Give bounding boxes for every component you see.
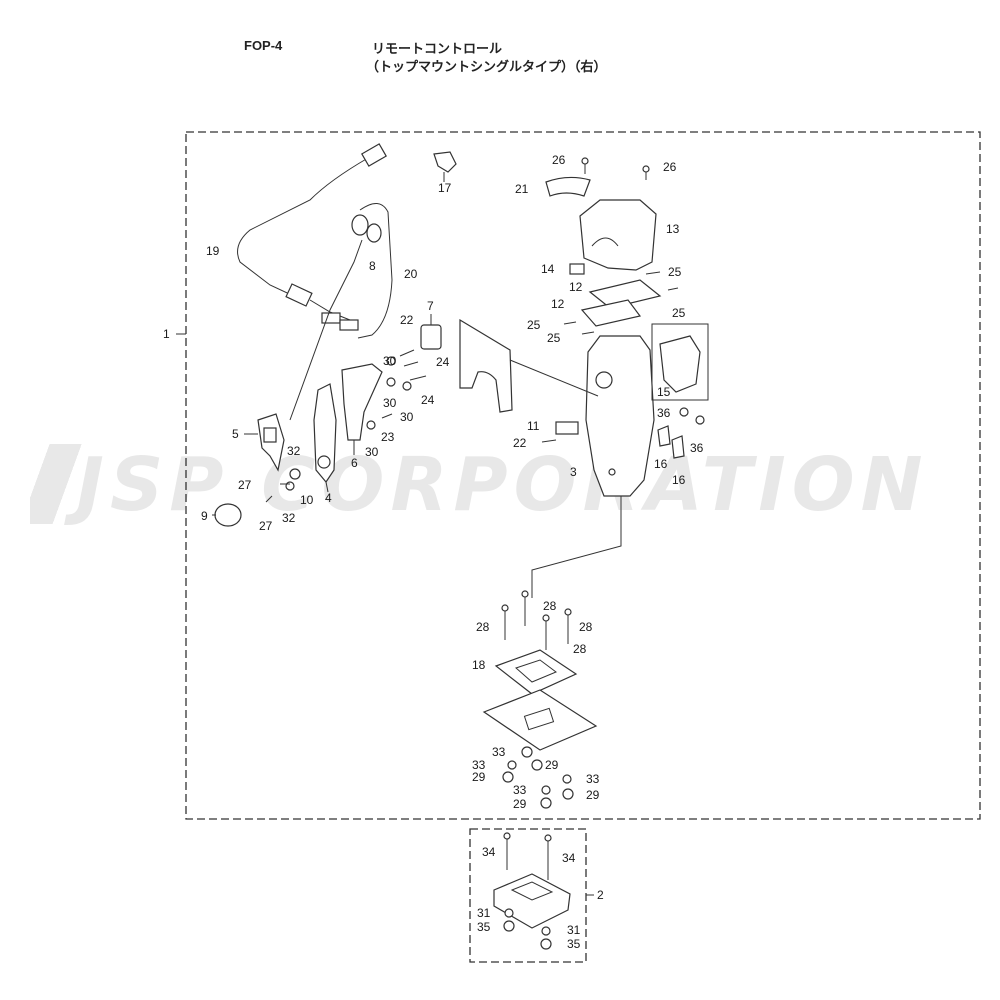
callout-19: 19 xyxy=(206,244,220,258)
callout-31-right: 31 xyxy=(567,923,581,937)
callout-24-lower: 24 xyxy=(421,393,435,407)
base-gasket xyxy=(482,689,598,751)
callout-12-upper: 12 xyxy=(569,280,583,294)
diagram-code: FOP-4 xyxy=(244,38,283,53)
callout-35-right: 35 xyxy=(567,937,581,951)
assembly-1-boundary xyxy=(185,131,981,820)
hardware-left xyxy=(265,349,427,503)
callout-33-a: 33 xyxy=(492,745,506,759)
callout-18: 18 xyxy=(472,658,486,672)
callout-34-right: 34 xyxy=(562,851,576,865)
callout-34-left: 34 xyxy=(482,845,496,859)
callout-29-b: 29 xyxy=(472,770,486,784)
callout-21: 21 xyxy=(515,182,529,196)
bolts-28 xyxy=(501,590,572,650)
callout-24-upper: 24 xyxy=(436,355,450,369)
callout-16-left: 16 xyxy=(654,457,668,471)
callout-12-lower: 12 xyxy=(551,297,565,311)
callout-6: 6 xyxy=(351,456,358,470)
callout-4: 4 xyxy=(325,491,332,505)
callout-5: 5 xyxy=(232,427,239,441)
bracket-assembly-2 xyxy=(493,832,571,950)
wire-20 xyxy=(289,203,393,421)
callout-27-upper: 27 xyxy=(238,478,252,492)
cover-21 xyxy=(545,176,591,197)
callout-16-right: 16 xyxy=(672,473,686,487)
lever-6 xyxy=(341,363,383,441)
callout-17: 17 xyxy=(438,181,452,195)
callout-3: 3 xyxy=(570,465,577,479)
callout-22-right: 22 xyxy=(513,436,527,450)
callout-7: 7 xyxy=(427,299,434,313)
callout-25-a: 25 xyxy=(668,265,682,279)
cover-13 xyxy=(579,199,657,271)
callout-22-left: 22 xyxy=(400,313,414,327)
callout-28-b: 28 xyxy=(476,620,490,634)
callout-10: 10 xyxy=(300,493,314,507)
callout-14: 14 xyxy=(541,262,555,276)
nuts-29-washers-33 xyxy=(502,746,574,809)
callout-33-d: 33 xyxy=(513,783,527,797)
callout-25-d: 25 xyxy=(547,331,561,345)
callout-26-left: 26 xyxy=(552,153,566,167)
callout-36-right: 36 xyxy=(690,441,704,455)
callout-36-left: 36 xyxy=(657,406,671,420)
callout-23: 23 xyxy=(381,430,395,444)
grommet-7 xyxy=(420,324,442,350)
clip-16a xyxy=(657,425,671,447)
callout-11: 11 xyxy=(527,419,540,433)
callout-30-c: 30 xyxy=(400,410,414,424)
diagram-subtitle: （トップマウントシングルタイプ）（右） xyxy=(366,59,607,74)
damper-9 xyxy=(214,503,242,527)
callout-29-c: 29 xyxy=(586,788,600,802)
diagram-title: リモートコントロール xyxy=(372,41,503,56)
callout-30-b: 30 xyxy=(383,396,397,410)
gasket-18 xyxy=(494,649,578,695)
callout-25-b: 25 xyxy=(672,306,686,320)
callout-27-lower: 27 xyxy=(259,519,273,533)
callout-29-a: 29 xyxy=(545,758,559,772)
callout-20: 20 xyxy=(404,267,418,281)
callout-29-d: 29 xyxy=(513,797,527,811)
callout-31-left: 31 xyxy=(477,906,491,920)
clip-17 xyxy=(433,151,457,173)
callout-28-d: 28 xyxy=(573,642,587,656)
gasket-sheet xyxy=(459,318,513,413)
callout-33-b: 33 xyxy=(472,758,486,772)
callout-25-c: 25 xyxy=(527,318,541,332)
callout-32-upper: 32 xyxy=(287,444,301,458)
callout-30-d: 30 xyxy=(365,445,379,459)
clip-16b xyxy=(671,435,685,459)
callout-30-a: 30 xyxy=(383,354,397,368)
callout-28-a: 28 xyxy=(543,599,557,613)
callout-26-right: 26 xyxy=(663,160,677,174)
callout-2: 2 xyxy=(597,888,604,902)
plate-12b xyxy=(580,299,642,327)
cover-15 xyxy=(659,335,701,393)
callout-28-c: 28 xyxy=(579,620,593,634)
control-housing-3 xyxy=(585,335,655,497)
callout-1: 1 xyxy=(163,327,170,341)
callout-35-left: 35 xyxy=(477,920,491,934)
callout-9: 9 xyxy=(201,509,208,523)
callout-labels: 1 2 3 4 5 6 7 8 9 10 11 12 12 13 14 15 1… xyxy=(163,153,704,951)
clip-14 xyxy=(569,263,585,275)
callout-8: 8 xyxy=(369,259,376,273)
callout-15: 15 xyxy=(657,385,671,399)
plate-12a xyxy=(588,279,662,309)
clip-11 xyxy=(555,421,579,435)
wire-harness-19 xyxy=(237,143,387,331)
callout-33-c: 33 xyxy=(586,772,600,786)
callout-13: 13 xyxy=(666,222,680,236)
callout-32-lower: 32 xyxy=(282,511,296,525)
